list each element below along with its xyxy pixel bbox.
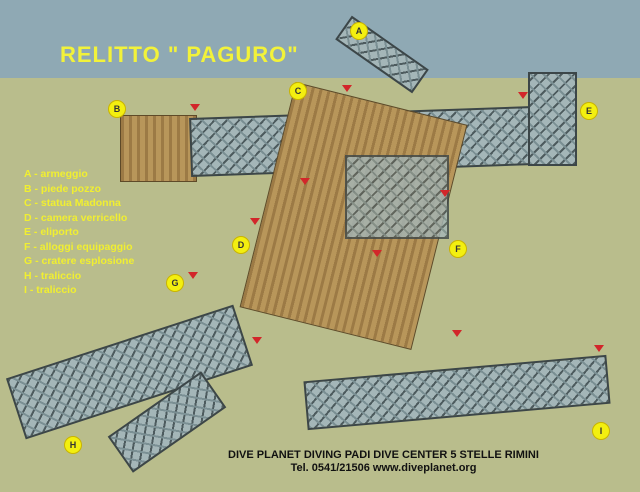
marker-e: E: [580, 102, 598, 120]
legend-item: E - eliporto: [24, 226, 79, 238]
footer-line-2: Tel. 0541/21506 www.diveplanet.org: [290, 462, 477, 474]
marker-f: F: [449, 240, 467, 258]
legend: A - armeggio B - piede pozzo C - statua …: [24, 167, 134, 298]
depth-marker: [518, 92, 528, 99]
depth-marker: [190, 104, 200, 111]
lower-left-truss: [5, 304, 254, 440]
depth-marker: [250, 218, 260, 225]
marker-h: H: [64, 436, 82, 454]
marker-g: G: [166, 274, 184, 292]
legend-item: A - armeggio: [24, 168, 88, 180]
depth-marker: [188, 272, 198, 279]
legend-item: B - piede pozzo: [24, 182, 101, 195]
depth-marker: [300, 178, 310, 185]
legend-item: C - statua Madonna: [24, 197, 121, 209]
depth-marker: [252, 337, 262, 344]
depth-marker: [372, 250, 382, 257]
legend-item: D - camera verricello: [24, 211, 128, 224]
depth-marker: [452, 330, 462, 337]
legend-item: H - traliccio: [24, 269, 82, 282]
marker-d: D: [232, 236, 250, 254]
depth-marker: [342, 85, 352, 92]
lower-right-truss: [303, 354, 611, 431]
legend-item: G - cratere esplosione: [24, 255, 135, 267]
crew-quarters: [345, 155, 449, 239]
marker-c: C: [289, 82, 307, 100]
heliport: [528, 72, 577, 166]
legend-item: F - alloggi equipaggio: [24, 240, 133, 253]
water-surface: [0, 0, 640, 78]
marker-i: I: [592, 422, 610, 440]
legend-item: I - traliccio: [24, 284, 77, 296]
well-base: [120, 115, 197, 182]
depth-marker: [440, 190, 450, 197]
depth-marker: [594, 345, 604, 352]
marker-a: A: [350, 22, 368, 40]
footer: DIVE PLANET DIVING PADI DIVE CENTER 5 ST…: [206, 449, 561, 475]
footer-line-1: DIVE PLANET DIVING PADI DIVE CENTER 5 ST…: [228, 449, 539, 461]
marker-b: B: [108, 100, 126, 118]
diagram-title: RELITTO " PAGURO": [60, 42, 299, 67]
